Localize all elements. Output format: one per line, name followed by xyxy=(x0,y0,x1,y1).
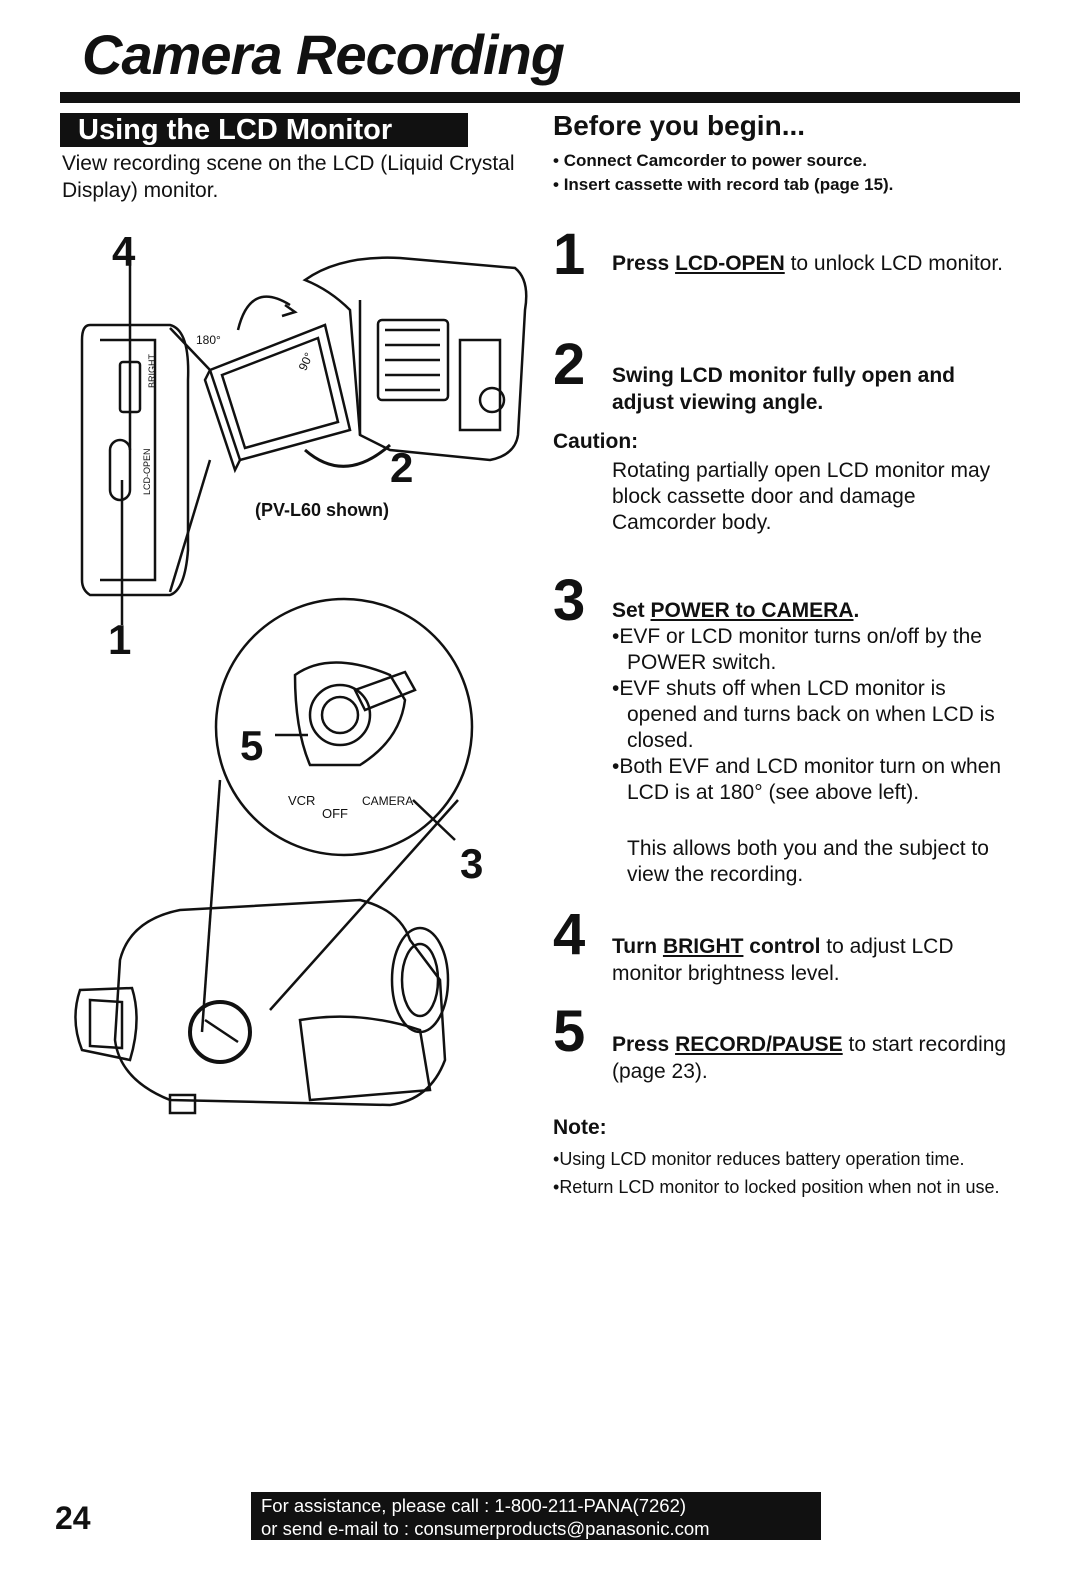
note-list: Using LCD monitor reduces battery operat… xyxy=(553,1147,1023,1203)
list-item: Insert cassette with record tab (page 15… xyxy=(553,173,894,197)
power-switch-icon xyxy=(293,661,417,767)
intro-text: View recording scene on the LCD (Liquid … xyxy=(62,152,515,202)
step-2-text: Swing LCD monitor fully open and adjust … xyxy=(612,362,1022,416)
list-item: EVF or LCD monitor turns on/off by the P… xyxy=(612,624,1017,676)
off-label: OFF xyxy=(322,806,348,821)
record-pause-control: RECORD/PAUSE xyxy=(675,1033,843,1056)
callout-5: 5 xyxy=(240,722,264,769)
lcd-open-button-icon xyxy=(108,438,132,502)
step-4-number: 4 xyxy=(553,902,586,967)
footer-line-2: or send e-mail to : consumerproducts@pan… xyxy=(261,1518,710,1539)
illustration-caption: (PV-L60 shown) xyxy=(255,500,390,520)
step-5-number: 5 xyxy=(553,999,586,1064)
callout-2: 2 xyxy=(390,444,414,491)
camcorder-body-top xyxy=(302,256,528,462)
step-5-text: Press RECORD/PAUSE to start recording (p… xyxy=(612,1031,1022,1085)
rotation-arrow-180 xyxy=(236,295,291,331)
step-3-text: Set POWER to CAMERA. xyxy=(612,597,1022,624)
step-3-period: . xyxy=(853,599,860,622)
camcorder-illustration: 180° 90° BRIGHT LCD-OPEN VCR OFF CAMERA xyxy=(74,256,528,1115)
footer-line-1: For assistance, please call : 1-800-211-… xyxy=(261,1495,687,1516)
step-2-bold: Swing LCD monitor fully open and adjust … xyxy=(612,364,955,414)
section-heading: Using the LCD Monitor xyxy=(60,113,468,147)
step-1-text: Press LCD-OPEN to unlock LCD monitor. xyxy=(612,250,1022,277)
step-3-bullets: EVF or LCD monitor turns on/off by the P… xyxy=(612,624,1017,806)
camera-label: CAMERA xyxy=(362,794,413,808)
lcd-side-inset xyxy=(80,260,190,625)
before-list: Connect Camcorder to power source. Inser… xyxy=(553,149,894,197)
bright-label: BRIGHT xyxy=(147,353,157,388)
caution-label: Caution: xyxy=(553,430,639,453)
lcd-open-control: LCD-OPEN xyxy=(675,252,785,275)
step-5-press: Press xyxy=(612,1033,676,1056)
list-item: Return LCD monitor to locked position wh… xyxy=(553,1175,1023,1199)
caution-text: Rotating partially open LCD monitor may … xyxy=(612,459,991,534)
angle-90-label: 90° xyxy=(296,350,316,373)
camcorder-body-bottom xyxy=(74,898,450,1115)
step-4-turn: Turn xyxy=(612,935,663,958)
list-item: EVF shuts off when LCD monitor is opened… xyxy=(612,676,1017,754)
step-4-text: Turn BRIGHT control to adjust LCD monito… xyxy=(612,933,1022,987)
list-item: Connect Camcorder to power source. xyxy=(553,149,893,173)
vcr-label: VCR xyxy=(288,793,315,808)
title-rule xyxy=(60,92,1020,103)
step-1-number: 1 xyxy=(553,222,586,287)
bright-control: BRIGHT xyxy=(662,935,744,958)
callout-3: 3 xyxy=(460,840,484,887)
callout-4: 4 xyxy=(112,228,136,275)
callout-1: 1 xyxy=(108,616,132,663)
step-4-control-word: control xyxy=(743,935,821,958)
step-3-number: 3 xyxy=(553,568,586,633)
step-1-rest: to unlock LCD monitor. xyxy=(784,252,1003,275)
angle-180-label: 180° xyxy=(196,333,221,347)
step-4-rest: to adjust LCD monitor brightness level. xyxy=(612,935,954,985)
list-item: Both EVF and LCD monitor turn on when LC… xyxy=(612,754,1017,806)
rotation-arrow-90 xyxy=(304,443,391,468)
power-camera-control: POWER to CAMERA xyxy=(650,599,854,622)
step-2-number: 2 xyxy=(553,332,586,397)
before-title: Before you begin... xyxy=(553,110,806,141)
lcd-monitor-open xyxy=(203,323,352,474)
step-5-rest: to start recording (page 23). xyxy=(612,1033,1007,1083)
list-item: Using LCD monitor reduces battery operat… xyxy=(553,1147,1023,1171)
page-number: 24 xyxy=(55,1500,91,1536)
lcd-open-label: LCD-OPEN xyxy=(142,448,152,495)
step-3-extra: This allows both you and the subject to … xyxy=(627,837,989,886)
note-label: Note: xyxy=(553,1116,607,1139)
step-3-set: Set xyxy=(612,599,651,622)
page-title: Camera Recording xyxy=(82,23,565,86)
power-switch-magnifier xyxy=(214,597,474,857)
step-1-press: Press xyxy=(612,252,676,275)
assistance-footer: For assistance, please call : 1-800-211-… xyxy=(251,1492,821,1540)
